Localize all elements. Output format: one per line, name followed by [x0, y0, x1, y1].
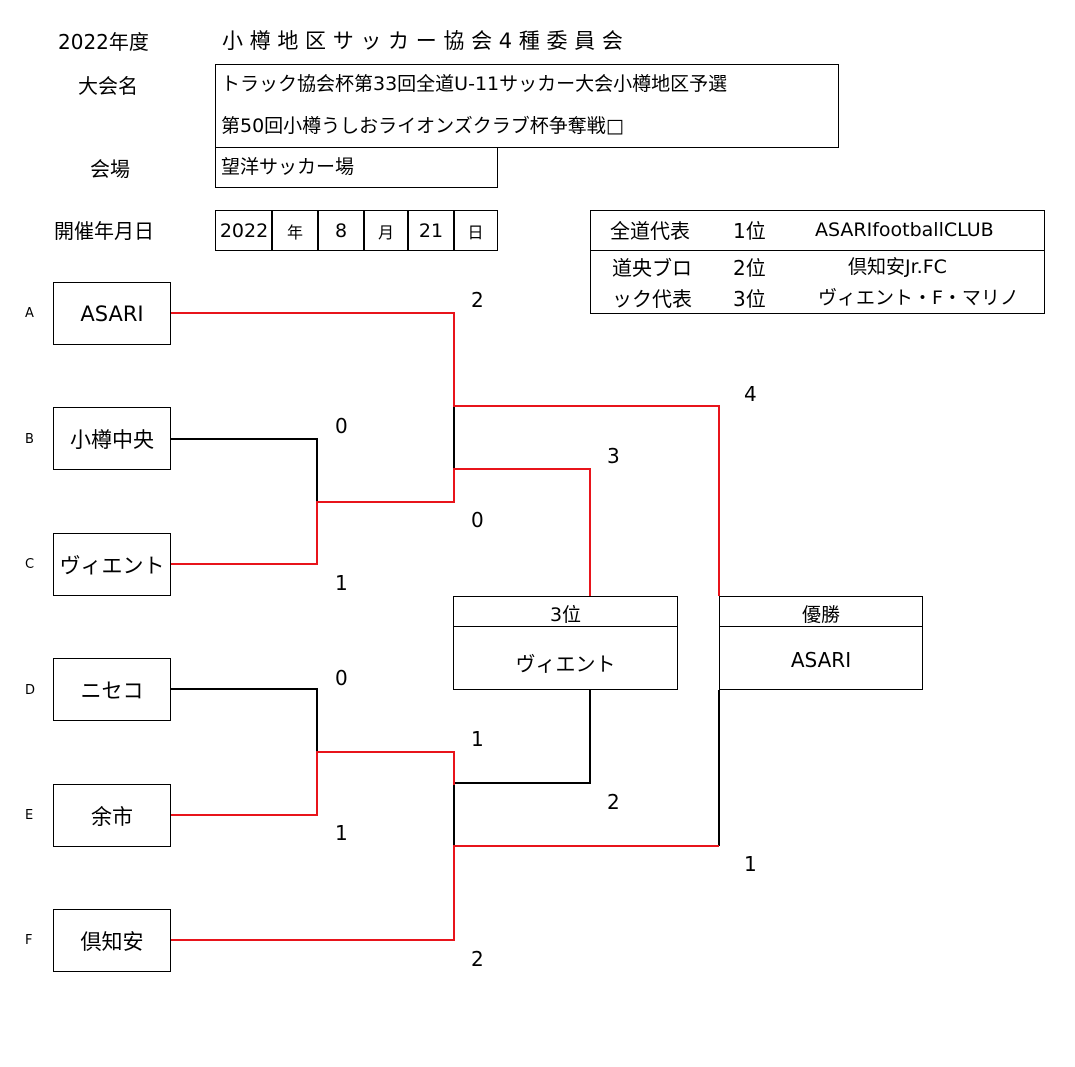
team-letter-d: D: [25, 683, 36, 698]
tournament-name-line2-mark: □: [605, 115, 624, 137]
losing-paths: [170, 406, 720, 846]
line-d: [170, 688, 318, 752]
team-letter-a: A: [25, 306, 34, 321]
score-f: 2: [471, 947, 484, 971]
date-day-unit: 日: [453, 210, 498, 251]
third-place-box: [453, 596, 678, 690]
date-label: 開催年月日: [54, 219, 154, 243]
team-letter-f: F: [25, 933, 33, 948]
team-box-d: ニセコ: [53, 658, 171, 721]
score-d: 0: [335, 666, 348, 690]
organization-title: 小 樽 地 区 サ ッ カ ー 協 会 4 種 委 員 会: [222, 29, 623, 53]
representatives-divider: [590, 250, 1045, 251]
score-e: 1: [335, 821, 348, 845]
rep-rank-1: 1位: [733, 219, 766, 243]
line-a-to-final: [170, 312, 720, 596]
score-final-bottom: 1: [744, 852, 757, 876]
tournament-name-box: [215, 64, 839, 148]
score-a: 2: [471, 288, 484, 312]
representatives-label: 全道代表: [610, 219, 690, 243]
rep-rank-2: 2位: [733, 256, 766, 280]
season-year: 2022年度: [58, 30, 149, 54]
date-month-unit: 月: [363, 210, 409, 251]
venue-label: 会場: [90, 157, 130, 181]
score-third-top: 3: [607, 444, 620, 468]
date-year-unit: 年: [271, 210, 319, 251]
line-third-from-semi2: [454, 690, 591, 784]
date-month: 8: [317, 210, 365, 251]
team-box-b: 小樽中央: [53, 407, 171, 470]
winning-paths: [170, 312, 720, 941]
line-b: [170, 438, 318, 502]
team-letter-c: C: [25, 557, 35, 572]
champion-title: 優勝: [801, 604, 840, 626]
rep-team-1: ASARIfootballCLUB: [815, 219, 994, 241]
rep-team-2: 倶知安Jr.FC: [848, 256, 947, 278]
champion-team: ASARI: [790, 648, 852, 672]
score-final-top: 4: [744, 382, 757, 406]
team-box-a: ASARI: [53, 282, 171, 345]
score-bc: 0: [471, 508, 484, 532]
score-c: 1: [335, 571, 348, 595]
team-box-f: 倶知安: [53, 909, 171, 972]
tournament-name-line1: トラック協会杯第33回全道U-11サッカー大会小樽地区予選: [221, 73, 728, 95]
champion-divider: [719, 626, 923, 627]
rep-team-3: ヴィエント・F・マリノ: [818, 287, 1019, 309]
venue-value: 望洋サッカー場: [221, 156, 355, 178]
champion-box: [719, 596, 923, 690]
score-de: 1: [471, 727, 484, 751]
third-place-divider: [453, 626, 678, 627]
team-letter-e: E: [25, 808, 34, 823]
tournament-label: 大会名: [78, 74, 138, 98]
venue-box: [215, 147, 498, 188]
third-place-title: 3位: [549, 604, 582, 626]
line-e-semi: [170, 751, 455, 816]
date-year: 2022: [215, 210, 273, 251]
representatives-label-cont2: ック代表: [612, 287, 692, 311]
representatives-table: [590, 210, 1045, 314]
date-day: 21: [407, 210, 455, 251]
line-f-to-final: [170, 845, 719, 941]
tournament-name-line2-text: 第50回小樽うしおライオンズクラブ杯争奪戦: [221, 115, 606, 137]
team-box-e: 余市: [53, 784, 171, 847]
team-box-c: ヴィエント: [53, 533, 171, 596]
score-third-bottom: 2: [607, 790, 620, 814]
tournament-name-line2: 第50回小樽うしおライオンズクラブ杯争奪戦□: [221, 117, 624, 136]
third-place-team: ヴィエント: [515, 652, 616, 676]
score-b: 0: [335, 414, 348, 438]
representatives-label-cont1: 道央ブロ: [612, 256, 692, 280]
team-letter-b: B: [25, 432, 34, 447]
line-c-to-third: [170, 468, 591, 596]
rep-rank-3: 3位: [733, 287, 766, 311]
